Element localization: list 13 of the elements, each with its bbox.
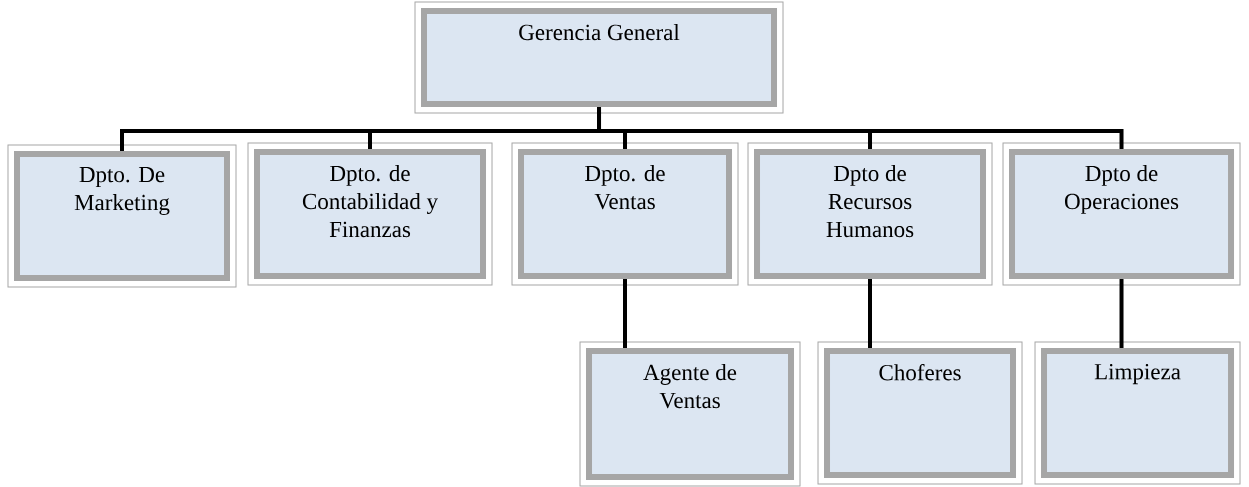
org-box: Limpieza xyxy=(1034,341,1241,485)
connector-line xyxy=(1119,279,1124,348)
org-box: Dpto. de Contabilidad y Finanzas xyxy=(247,142,493,286)
org-box: Dpto de Operaciones xyxy=(1002,142,1241,286)
connector-line xyxy=(623,279,627,348)
org-box: Gerencia General xyxy=(414,1,784,114)
org-box: Choferes xyxy=(817,341,1023,485)
org-box: Dpto. de Ventas xyxy=(511,142,739,286)
connector-line xyxy=(868,279,872,348)
org-box: Dpto de Recursos Humanos xyxy=(747,142,993,286)
org-box: Agente de Ventas xyxy=(579,341,801,487)
connector-line xyxy=(597,107,1124,149)
org-box: Dpto. De Marketing xyxy=(7,144,237,288)
